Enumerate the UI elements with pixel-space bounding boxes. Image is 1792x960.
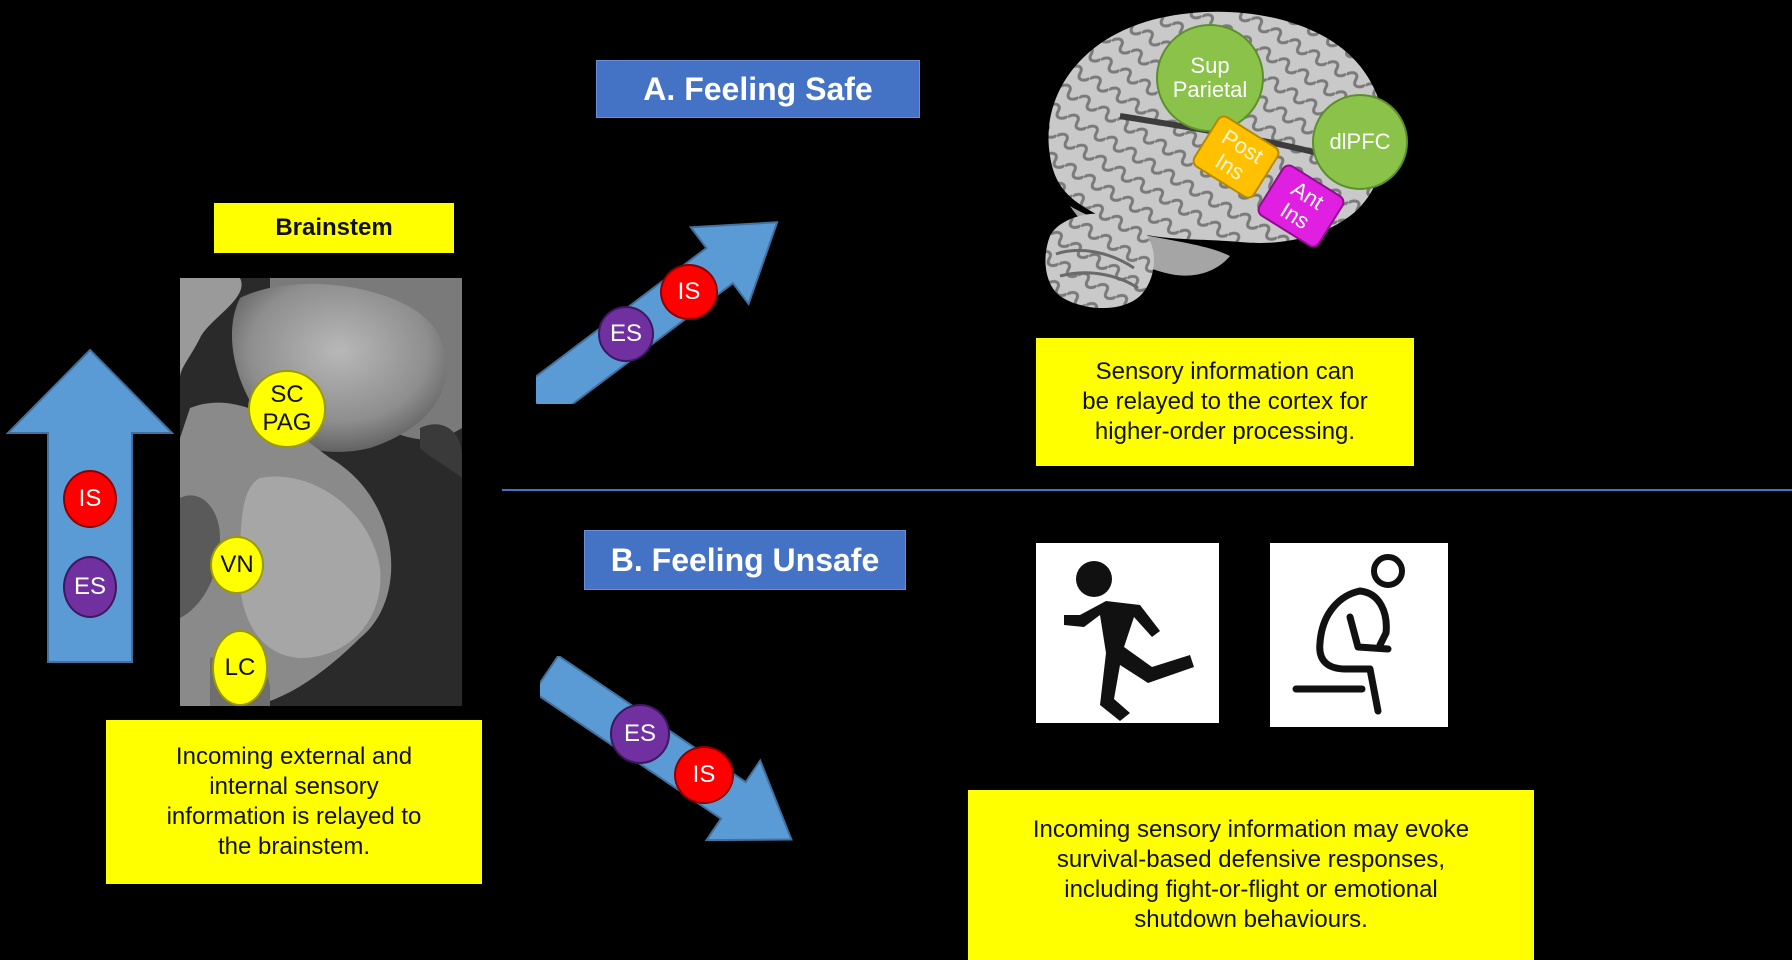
unsafe-caption-line-3: including fight-or-flight or emotional	[1064, 876, 1438, 903]
es-badge-unsafe: ES	[610, 704, 670, 764]
unsafe-caption-line-4: shutdown behaviours.	[1134, 906, 1368, 933]
brainstem-mri-image	[180, 278, 462, 706]
shutdown-card	[1270, 543, 1448, 727]
brainstem-caption: Incoming external and internal sensory i…	[106, 720, 482, 884]
safe-caption: Sensory information can be relayed to th…	[1036, 338, 1414, 466]
caption-line-2: internal sensory	[209, 773, 379, 800]
caption-line-4: the brainstem.	[217, 833, 371, 860]
sup-label: Sup	[1190, 52, 1230, 78]
unsafe-caption-line-1: Incoming sensory information may evoke	[1032, 816, 1470, 843]
es-badge-safe: ES	[598, 306, 654, 362]
caption-line-1: Incoming external and	[175, 743, 413, 770]
is-badge-unsafe: IS	[674, 746, 734, 804]
feeling-unsafe-title: B. Feeling Unsafe	[584, 530, 906, 590]
lc-nucleus: LC	[212, 630, 268, 706]
brainstem-label: Brainstem	[214, 203, 454, 253]
safe-caption-line-2: be relayed to the cortex for	[1082, 388, 1368, 415]
dlpfc-region: dlPFC	[1312, 94, 1408, 190]
caption-line-3: information is relayed to	[166, 803, 422, 830]
is-badge-safe: IS	[660, 264, 718, 320]
unsafe-caption-line-2: survival-based defensive responses,	[1056, 846, 1446, 873]
safe-caption-line-3: higher-order processing.	[1094, 418, 1356, 445]
pag-label: PAG	[262, 409, 312, 436]
parietal-label: Parietal	[1172, 77, 1248, 102]
is-badge-left: IS	[63, 470, 117, 528]
feeling-safe-title: A. Feeling Safe	[596, 60, 920, 118]
seated-person-icon	[1292, 554, 1405, 715]
sc-pag-nucleus: SC PAG	[248, 370, 326, 448]
running-person-icon	[1064, 561, 1194, 721]
es-badge-left: ES	[63, 556, 117, 618]
down-right-arrow	[540, 656, 793, 842]
fight-or-flight-card	[1036, 543, 1219, 723]
sup-parietal-region: Sup Parietal	[1156, 24, 1264, 132]
safe-caption-line-1: Sensory information can	[1095, 358, 1355, 385]
vn-nucleus: VN	[210, 536, 264, 594]
section-divider	[502, 489, 1792, 491]
sc-label: SC	[270, 381, 304, 409]
unsafe-caption: Incoming sensory information may evoke s…	[968, 790, 1534, 960]
